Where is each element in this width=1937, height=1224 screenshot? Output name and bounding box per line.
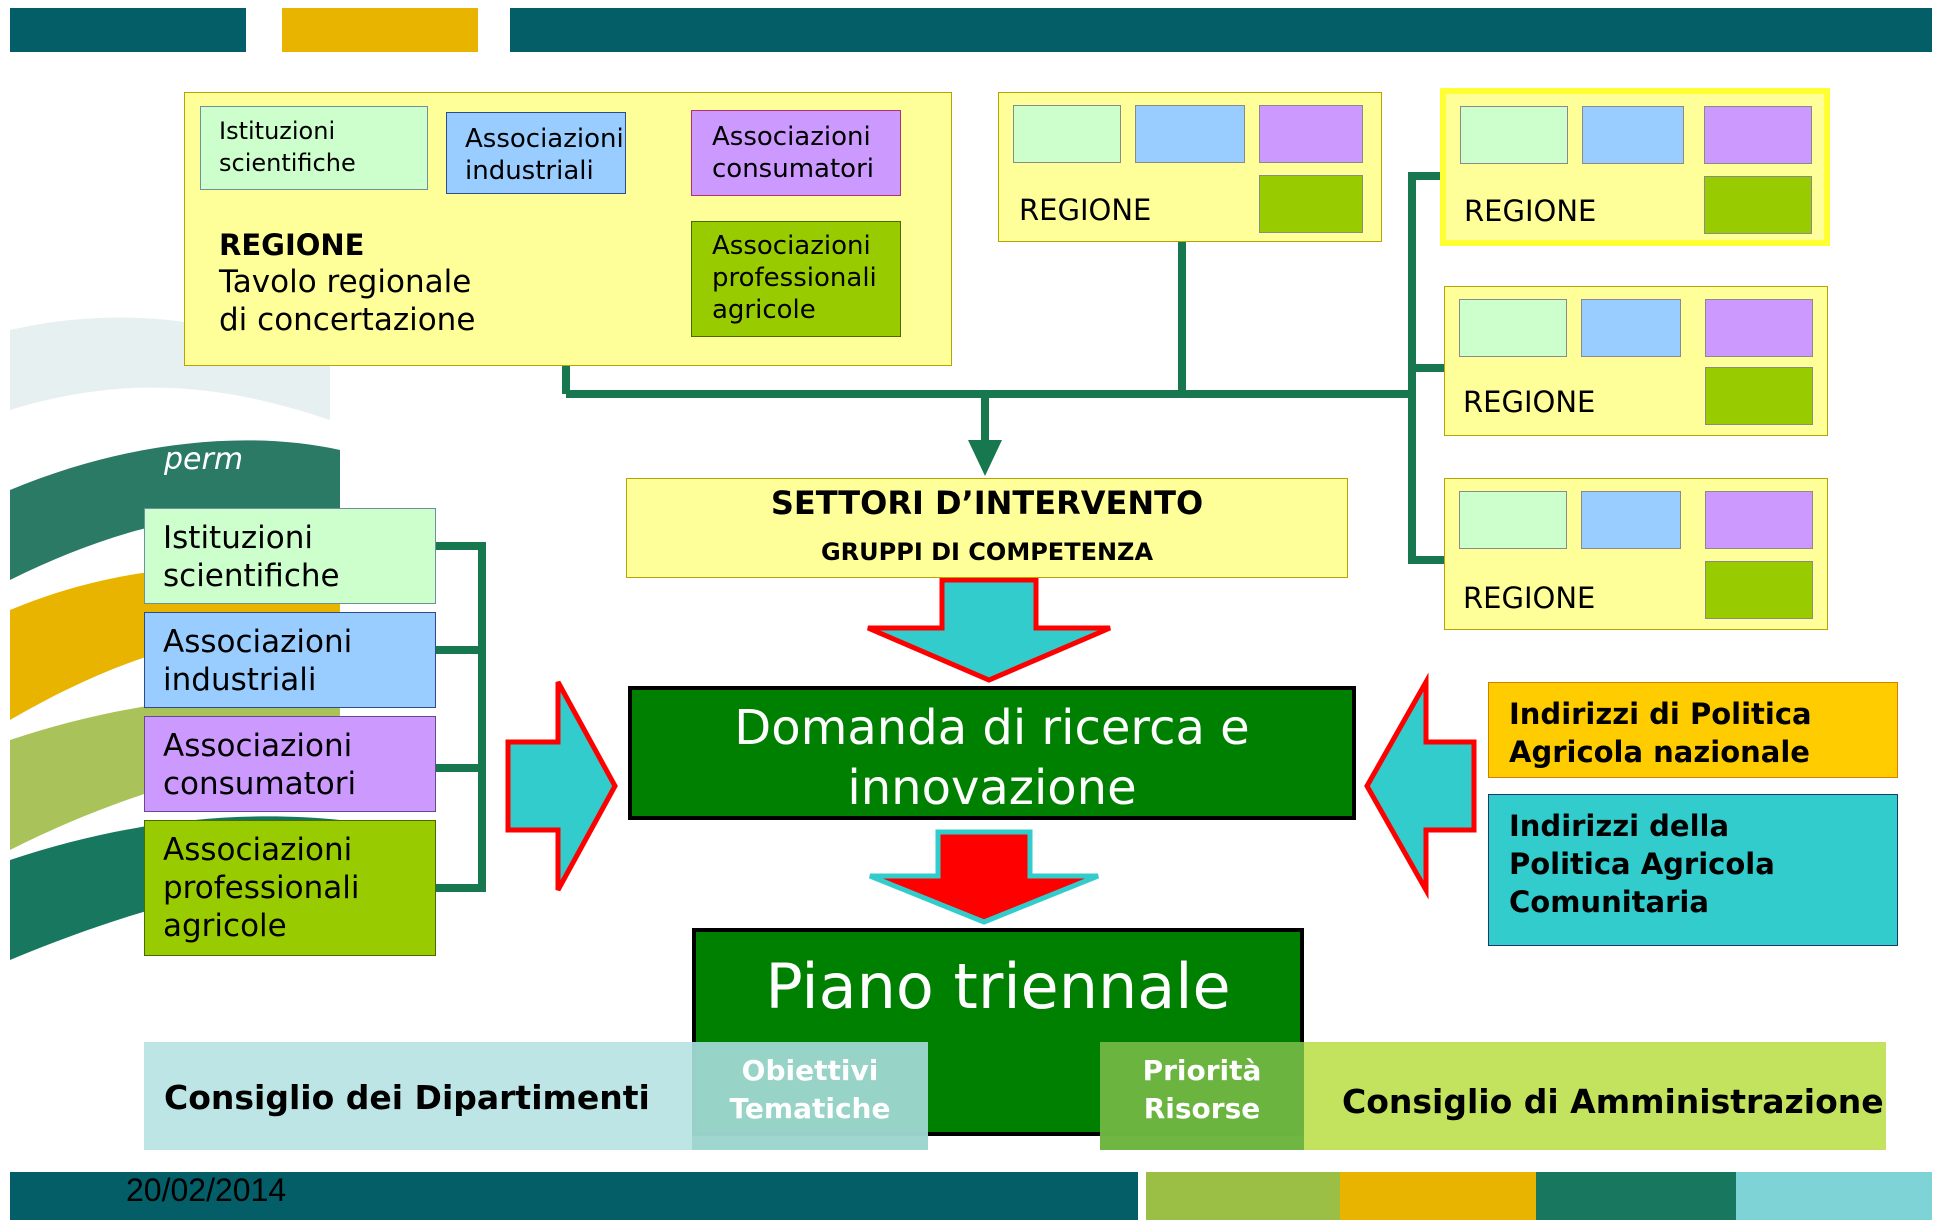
main-region-subtitle: Tavolo regionale di concertazione bbox=[219, 264, 476, 338]
left-stack-ind: Associazioni industriali bbox=[144, 612, 436, 708]
region-sci-swatch bbox=[1460, 106, 1568, 164]
region-sci-swatch bbox=[1459, 491, 1567, 549]
domanda-label: Domanda di ricerca e innovazione bbox=[734, 700, 1250, 816]
region-ind-swatch bbox=[1581, 491, 1681, 549]
settori-subtitle: GRUPPI DI COMPETENZA bbox=[820, 538, 1154, 566]
footer-date: 20/02/2014 bbox=[126, 1172, 287, 1208]
region-con-swatch bbox=[1259, 105, 1363, 163]
region-box: REGIONE bbox=[1444, 286, 1828, 436]
ghost-text: Tav perm bbox=[164, 402, 244, 477]
domanda-box: Domanda di ricerca e innovazione bbox=[628, 686, 1356, 820]
footer-bar-green bbox=[1146, 1172, 1340, 1220]
region-box: REGIONE bbox=[1444, 478, 1828, 630]
main-agr-box: Associazioni professionali agricole bbox=[691, 221, 901, 337]
region-ind-swatch bbox=[1581, 299, 1681, 357]
consiglio-dipartimenti-label: Consiglio dei Dipartimenti bbox=[164, 1078, 650, 1117]
main-sci-label: Istituzioni scientifiche bbox=[219, 117, 356, 177]
left-stack-agr: Associazioni professionali agricole bbox=[144, 820, 436, 956]
policy-community-box: Indirizzi della Politica Agricola Comuni… bbox=[1488, 794, 1898, 946]
header-bar-right bbox=[510, 8, 1932, 52]
main-con-box: Associazioni consumatori bbox=[691, 110, 901, 196]
region-label: REGIONE bbox=[1463, 581, 1596, 615]
region-sci-swatch bbox=[1013, 105, 1121, 163]
left-stack-agr-label: Associazioni professionali agricole bbox=[163, 832, 360, 944]
footer-bar-cyan bbox=[1736, 1172, 1932, 1220]
footer-bar-teal bbox=[10, 1172, 1138, 1220]
priorita-box: Priorità Risorse bbox=[1100, 1042, 1304, 1150]
obiettivi-label: Obiettivi Tematiche bbox=[729, 1054, 891, 1125]
arrow-to-settori bbox=[968, 440, 1002, 476]
region-ind-swatch bbox=[1135, 105, 1245, 163]
policy-community-label: Indirizzi della Politica Agricola Comuni… bbox=[1509, 809, 1775, 919]
left-stack-con: Associazioni consumatori bbox=[144, 716, 436, 812]
regional-table: Istituzioni scientifiche Associazioni in… bbox=[184, 92, 952, 366]
consiglio-amministrazione-label: Consiglio di Amministrazione bbox=[1342, 1082, 1884, 1121]
left-stack-sci: Istituzioni scientifiche bbox=[144, 508, 436, 604]
main-ind-label: Associazioni industriali bbox=[465, 124, 624, 186]
region-con-swatch bbox=[1704, 106, 1812, 164]
footer-bar-dark-green bbox=[1536, 1172, 1736, 1220]
region-label: REGIONE bbox=[1464, 194, 1597, 228]
header-bar-gold bbox=[282, 8, 478, 52]
left-stack-ind-label: Associazioni industriali bbox=[163, 624, 353, 698]
region-agr-swatch bbox=[1705, 367, 1813, 425]
main-sci-box: Istituzioni scientifiche bbox=[200, 106, 428, 190]
region-agr-swatch bbox=[1259, 175, 1363, 233]
settori-title: SETTORI D’INTERVENTO bbox=[770, 484, 1204, 522]
arrow-left-to-domanda bbox=[505, 680, 618, 892]
left-stack-con-label: Associazioni consumatori bbox=[163, 728, 357, 802]
footer-bar-gold bbox=[1340, 1172, 1536, 1220]
main-region-title: REGIONE bbox=[219, 228, 365, 262]
settori-box: SETTORI D’INTERVENTO GRUPPI DI COMPETENZ… bbox=[626, 478, 1348, 578]
region-agr-swatch bbox=[1705, 561, 1813, 619]
region-agr-swatch bbox=[1704, 176, 1812, 234]
priorita-label: Priorità Risorse bbox=[1142, 1054, 1262, 1125]
main-ind-box: Associazioni industriali bbox=[446, 112, 626, 194]
region-con-swatch bbox=[1705, 491, 1813, 549]
region-box-highlighted: REGIONE bbox=[1440, 88, 1830, 246]
region-ind-swatch bbox=[1582, 106, 1684, 164]
arrow-right-to-domanda bbox=[1364, 672, 1477, 900]
arrow-settori-to-domanda bbox=[867, 577, 1111, 683]
main-con-label: Associazioni consumatori bbox=[712, 122, 874, 184]
region-label: REGIONE bbox=[1019, 193, 1152, 227]
region-sci-swatch bbox=[1459, 299, 1567, 357]
left-stack-sci-label: Istituzioni scientifiche bbox=[163, 520, 340, 594]
region-label: REGIONE bbox=[1463, 385, 1596, 419]
policy-national-label: Indirizzi di Politica Agricola nazionale bbox=[1509, 697, 1812, 769]
policy-national-box: Indirizzi di Politica Agricola nazionale bbox=[1488, 682, 1898, 778]
region-box: REGIONE bbox=[998, 92, 1382, 242]
header-bar-left bbox=[10, 8, 246, 52]
region-con-swatch bbox=[1705, 299, 1813, 357]
piano-label: Piano triennale bbox=[765, 950, 1231, 1023]
obiettivi-box: Obiettivi Tematiche bbox=[692, 1042, 928, 1150]
arrow-domanda-to-piano bbox=[869, 829, 1099, 925]
main-agr-label: Associazioni professionali agricole bbox=[712, 231, 877, 325]
